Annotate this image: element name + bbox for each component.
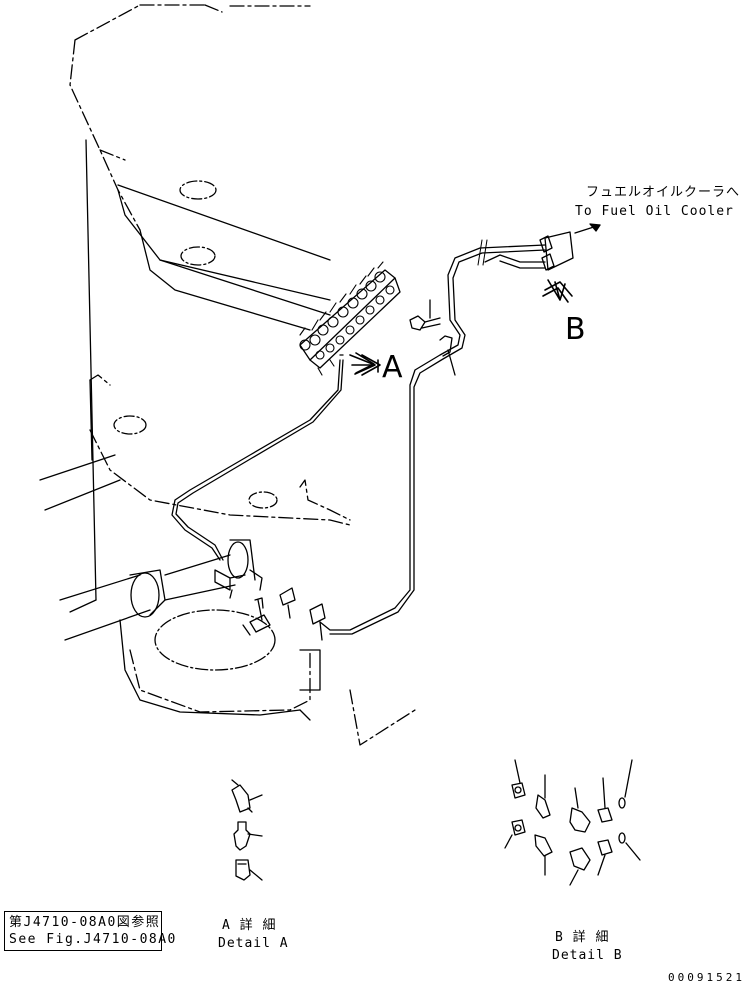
detail-b-parts xyxy=(504,759,641,886)
tube-clamps xyxy=(214,335,456,641)
view-arrow-a xyxy=(349,352,381,376)
detail-b-caption-en: Detail B xyxy=(552,948,623,963)
lube-manifold xyxy=(299,261,401,376)
view-letter-b: B xyxy=(565,312,586,347)
fuel-cooler-label-en: To Fuel Oil Cooler xyxy=(575,204,734,219)
manifold-fittings xyxy=(299,261,395,376)
drawing-number: 00091521 xyxy=(668,971,745,984)
grease-tube-a xyxy=(171,354,344,561)
view-arrow-b xyxy=(542,279,573,303)
view-letter-a: A xyxy=(382,350,403,385)
figure-reference-box: 第J4710-08A0図参照 See Fig.J4710-08A0 xyxy=(4,911,177,951)
bolt-upper xyxy=(409,299,441,331)
detail-b-caption-jp: B 詳 細 xyxy=(555,930,610,945)
fuel-tube-b xyxy=(319,223,601,635)
detail-a-caption-en: Detail A xyxy=(218,936,289,951)
pivot-shaft xyxy=(39,454,256,641)
detail-a-parts xyxy=(231,779,263,881)
detail-a-caption-jp: A 詳 細 xyxy=(222,918,277,933)
figure-reference-jp: 第J4710-08A0図参照 xyxy=(9,915,161,930)
chassis-frame xyxy=(69,4,331,613)
lower-bracket xyxy=(89,374,416,746)
fuel-cooler-label-jp: フュエルオイルクーラへ xyxy=(586,185,741,200)
figure-reference-en: See Fig.J4710-08A0 xyxy=(9,932,177,947)
